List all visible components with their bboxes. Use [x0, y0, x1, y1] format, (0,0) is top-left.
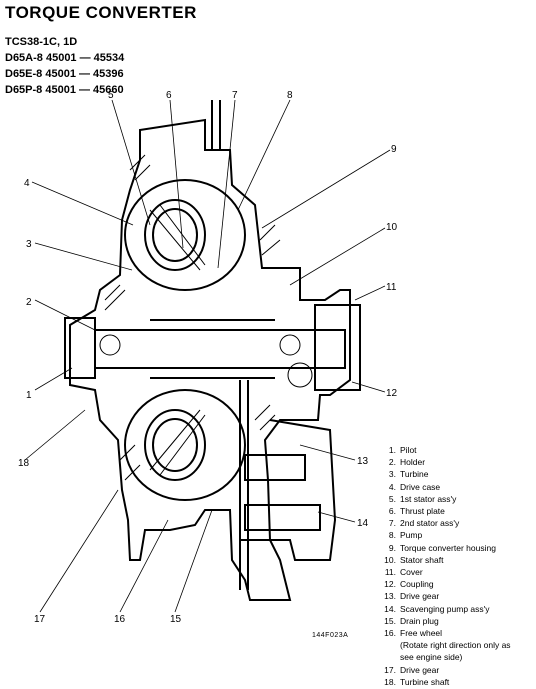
legend-label: Pilot — [400, 445, 417, 455]
legend-label: Coupling — [400, 579, 434, 590]
legend-item: 7. 2nd stator ass'y — [376, 517, 511, 529]
callout-2: 2 — [26, 297, 32, 308]
legend-note: see engine side) — [400, 652, 463, 663]
legend-number: 10. — [384, 554, 396, 565]
legend-item: 9. Torque converter housing — [376, 542, 511, 554]
callout-16: 16 — [114, 614, 126, 625]
legend-item: 11. Cover — [376, 566, 511, 578]
page-title: TORQUE CONVERTER — [5, 3, 197, 22]
legend-label: Drive case — [400, 481, 441, 492]
legend-number: 1. — [388, 445, 396, 455]
legend-label: Free wheel — [400, 628, 443, 639]
legend-label: Cover — [400, 567, 423, 578]
model-line: D65E-8 45001 — 45396 — [5, 68, 124, 80]
callout-4: 4 — [24, 178, 30, 189]
model-list: TCS38-1C, 1D D65A-8 45001 — 45534 D65E-8… — [5, 34, 124, 98]
callout-1: 1 — [26, 390, 32, 401]
leader-lines — [24, 99, 391, 613]
legend-label: Scavenging pump ass'y — [400, 603, 490, 614]
legend-number: 16. — [384, 628, 396, 639]
legend-label: Turbine — [400, 469, 429, 480]
callout-10: 10 — [386, 222, 398, 233]
callout-15: 15 — [170, 614, 182, 625]
legend-note: (Rotate right direction only as — [400, 640, 511, 651]
legend-item: 8. Pump — [376, 529, 511, 541]
model-line: D65P-8 45001 — 45660 — [5, 84, 124, 96]
legend-label: 1st stator ass'y — [400, 493, 457, 504]
parts-legend: 1. Pilot 2. Holder 3. Turbine 4. Drive case 5. 1s… — [376, 444, 511, 688]
legend-number: 8. — [388, 530, 396, 541]
model-line: D65A-8 45001 — 45534 — [5, 52, 125, 64]
callout-9: 9 — [391, 144, 397, 155]
callout-6: 6 — [166, 90, 172, 101]
callout-8: 8 — [287, 90, 293, 101]
callout-14: 14 — [357, 518, 369, 529]
callout-numbers: 1 2 3 4 5 6 7 8 9 10 11 12 13 14 15 16 1… — [18, 90, 398, 625]
legend-item: 4. Drive case — [376, 481, 511, 493]
legend-number: 11. — [384, 567, 396, 578]
legend-number: 3. — [388, 469, 396, 480]
legend-number: 14. — [384, 603, 396, 614]
callout-3: 3 — [26, 239, 32, 250]
callout-17: 17 — [34, 614, 46, 625]
legend-number: 5. — [388, 493, 396, 504]
legend-number: 12. — [384, 579, 396, 590]
legend-item: 16. Free wheel — [376, 627, 511, 639]
callout-5: 5 — [108, 90, 114, 101]
legend-item: 13. Drive gear — [376, 590, 511, 602]
callout-11: 11 — [386, 282, 397, 293]
legend-item: 2. Holder — [376, 456, 511, 468]
legend-number: 2. — [388, 457, 396, 468]
legend-label: Turbine shaft — [400, 676, 450, 687]
legend-label: Torque converter housing — [400, 542, 496, 553]
callout-12: 12 — [386, 388, 398, 399]
callout-13: 13 — [357, 456, 369, 467]
legend-label: Drive gear — [400, 664, 440, 675]
legend-item: 14. Scavenging pump ass'y — [376, 603, 511, 615]
legend-item: 3. Turbine — [376, 468, 511, 480]
legend-number: 7. — [388, 518, 396, 529]
legend-item: 12. Coupling — [376, 578, 511, 590]
legend-item: 1. Pilot — [376, 444, 511, 456]
hatch-detail — [99, 154, 313, 481]
legend-label: 2nd stator ass'y — [400, 518, 460, 529]
legend-label: Pump — [400, 530, 423, 541]
legend-number: 15. — [384, 615, 396, 626]
legend-label: Drain plug — [400, 615, 439, 626]
legend-item: 10. Stator shaft — [376, 554, 511, 566]
legend-item: 17. Drive gear — [376, 664, 511, 676]
legend-number: 17. — [384, 664, 396, 675]
legend-item: 6. Thrust plate — [376, 505, 511, 517]
callout-7: 7 — [232, 90, 238, 101]
legend-number: 13. — [384, 591, 396, 602]
legend-label: Stator shaft — [400, 554, 444, 565]
legend-number: 9. — [388, 542, 396, 553]
callout-18: 18 — [18, 458, 30, 469]
figure-code: 144F023A — [312, 632, 349, 639]
legend-label: Drive gear — [400, 591, 440, 602]
legend-item: 18. Turbine shaft — [376, 676, 511, 688]
model-line: TCS38-1C, 1D — [5, 36, 78, 48]
legend-label: Thrust plate — [400, 506, 445, 517]
legend-label: Holder — [400, 457, 426, 468]
legend-number: 4. — [388, 481, 396, 492]
legend-item: 5. 1st stator ass'y — [376, 493, 511, 505]
housing-outline — [64, 100, 361, 601]
legend-number: 18. — [384, 676, 396, 687]
legend-item: 15. Drain plug — [376, 615, 511, 627]
legend-number: 6. — [388, 506, 396, 517]
